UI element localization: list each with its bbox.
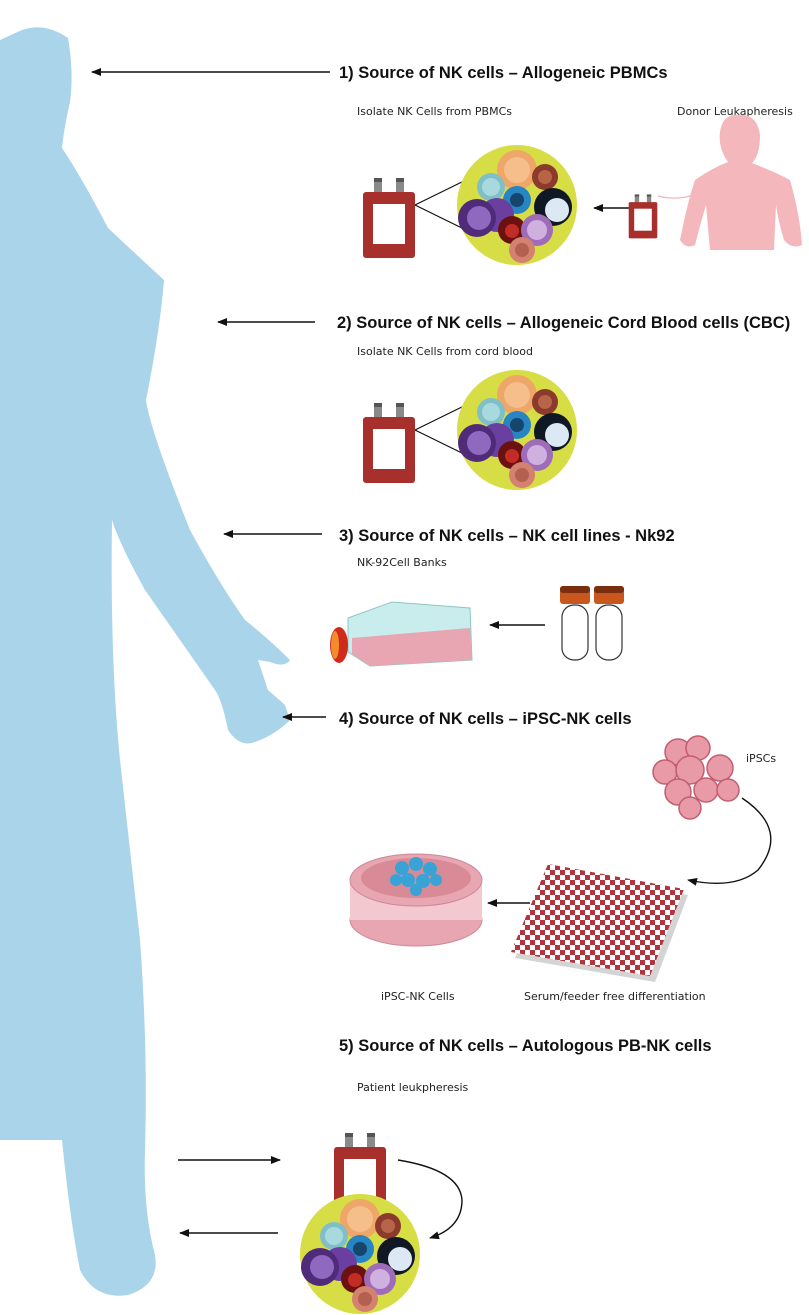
- blood-bag-icon: [363, 178, 415, 258]
- differentiation-plate-icon: [511, 864, 688, 982]
- small-blood-bag-icon: [629, 194, 658, 238]
- heading-section-2: 2) Source of NK cells – Allogeneic Cord …: [337, 314, 790, 332]
- label-serum-feeder-free: Serum/feeder free differentiation: [524, 990, 706, 1003]
- label-ipscs: iPSCs: [746, 752, 776, 765]
- label-patient-leukpheresis: Patient leukpheresis: [357, 1081, 469, 1094]
- label-isolate-cord-blood: Isolate NK Cells from cord blood: [357, 345, 533, 358]
- pbmc-cell-cluster: [457, 145, 577, 265]
- human-body-silhouette: [0, 27, 290, 1295]
- autologous-cell-cluster: [300, 1194, 420, 1314]
- heading-section-3: 3) Source of NK cells – NK cell lines - …: [339, 527, 675, 545]
- label-isolate-pbmcs: Isolate NK Cells from PBMCs: [357, 105, 512, 118]
- culture-flask-icon: [330, 602, 472, 666]
- petri-dish-icon: [350, 854, 482, 946]
- heading-section-4: 4) Source of NK cells – iPSC-NK cells: [339, 710, 632, 728]
- label-ipsc-nk-cells: iPSC-NK Cells: [381, 990, 455, 1003]
- heading-section-1: 1) Source of NK cells – Allogeneic PBMCs: [339, 64, 668, 82]
- donor-silhouette-icon: [680, 115, 802, 250]
- cryo-vials-icon: [560, 586, 624, 660]
- ipsc-cluster-icon: [653, 736, 739, 819]
- cord-blood-bag-icon: [363, 403, 415, 483]
- label-nk92-cell-banks: NK-92Cell Banks: [357, 556, 447, 569]
- cord-blood-cell-cluster: [457, 370, 577, 490]
- heading-section-5: 5) Source of NK cells – Autologous PB-NK…: [339, 1037, 712, 1055]
